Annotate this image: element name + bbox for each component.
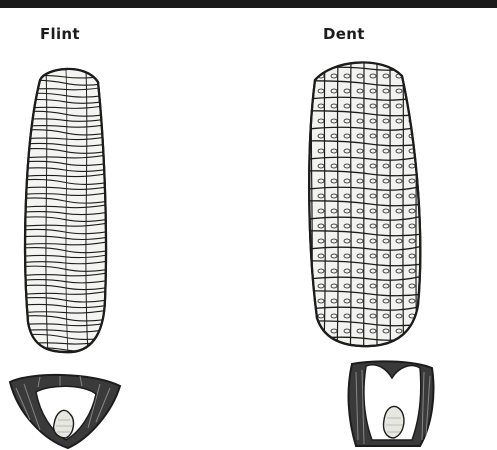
dent-ear-icon [300, 60, 430, 350]
dent-kernel-icon [349, 361, 434, 446]
flint-ear-icon [20, 69, 112, 358]
flint-kernel-icon [10, 375, 120, 448]
